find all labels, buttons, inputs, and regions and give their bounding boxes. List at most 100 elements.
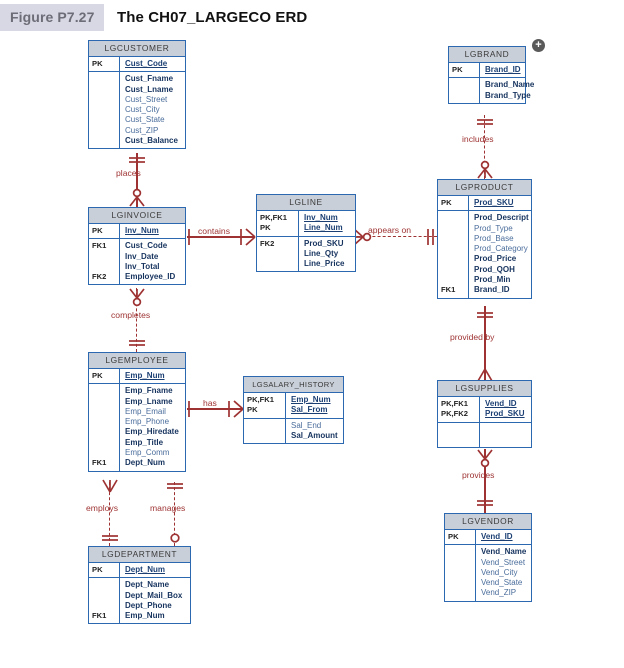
key-column bbox=[438, 422, 480, 448]
entity-attribute-section-lgemployee: FK1 Emp_Fname Emp_Lname Emp_Email Emp_Ph… bbox=[89, 384, 185, 471]
entity-title-lgemployee: LGEMPLOYEE bbox=[89, 353, 185, 369]
entity-attribute-section-lgsalary-history: Sal_End Sal_Amount bbox=[244, 418, 343, 444]
key-column: PK bbox=[89, 57, 120, 72]
attribute-row: Cust_ZIP bbox=[125, 125, 159, 135]
entity-lgemployee[interactable]: LGEMPLOYEE PK Emp_Num bbox=[88, 352, 186, 472]
cardinality-one-mandatory-employs bbox=[102, 535, 118, 541]
entity-key-section-lgsupplies: PK,FK1 PK,FK2 Vend_ID Prod_SKU bbox=[438, 397, 531, 423]
attribute-row: Inv_Num bbox=[304, 213, 338, 222]
relationship-label-places: places bbox=[116, 168, 141, 178]
attribute-column: Sal_End Sal_Amount bbox=[286, 419, 343, 444]
key-tag bbox=[92, 417, 119, 427]
key-tag: PK,FK1 bbox=[441, 399, 469, 408]
key-tag bbox=[92, 407, 119, 417]
key-tag bbox=[92, 95, 119, 105]
attribute-row: Line_Qty bbox=[304, 248, 339, 258]
entity-lgcustomer[interactable]: LGCUSTOMER PK Cust_Code bbox=[88, 40, 186, 150]
key-tag: FK1 bbox=[441, 285, 456, 295]
attribute-row: Sal_Amount bbox=[291, 430, 338, 440]
key-column: PK,FK1 PK bbox=[244, 393, 286, 418]
entity-attribute-section-lgsupplies bbox=[438, 422, 531, 448]
connector-provides bbox=[484, 449, 486, 513]
entity-title-lginvoice: LGINVOICE bbox=[89, 208, 185, 224]
entity-lgdepartment[interactable]: LGDEPARTMENT PK Dept_Num FK1 Dept_Name bbox=[88, 546, 191, 625]
figure-title: The CH07_LARGECO ERD bbox=[117, 9, 308, 26]
entity-title-lgdepartment: LGDEPARTMENT bbox=[89, 547, 190, 563]
key-column: PK,FK1 PK,FK2 bbox=[438, 397, 480, 422]
attribute-row: Dept_Name bbox=[125, 580, 170, 590]
entity-lgbrand[interactable]: LGBRAND PK Brand_ID Brand_Name Brand_Typ… bbox=[448, 46, 534, 104]
attribute-row: Vend_ID bbox=[485, 399, 517, 408]
attribute-column: Cust_Code bbox=[120, 57, 185, 71]
attribute-row: Line_Price bbox=[304, 259, 345, 269]
attribute-row: Emp_Fname bbox=[125, 386, 173, 396]
entity-attribute-section-lgline: FK2 Prod_SKU Line_Qty Line_Price bbox=[257, 236, 355, 272]
expand-plus-badge[interactable]: + bbox=[532, 39, 545, 52]
entity-key-section-lginvoice: PK Inv_Num bbox=[89, 224, 185, 240]
relationship-label-appears-on: appears on bbox=[368, 225, 412, 235]
attribute-row: Prod_Category bbox=[474, 244, 528, 254]
attribute-row: Dept_Num bbox=[125, 458, 166, 468]
cardinality-many-employs bbox=[102, 479, 118, 493]
cardinality-one-mandatory-manages bbox=[167, 483, 183, 489]
key-tag: PK bbox=[441, 198, 452, 207]
entity-lgsalary-history[interactable]: LGSALARY_HISTORY PK,FK1 PK Emp_Num Sal_F… bbox=[243, 376, 344, 445]
attribute-row bbox=[485, 425, 529, 435]
key-column: FK1 bbox=[438, 211, 469, 298]
entity-key-section-lgline: PK,FK1 PK Inv_Num Line_Num bbox=[257, 211, 355, 237]
key-tag: FK1 bbox=[92, 611, 107, 621]
key-tag bbox=[260, 259, 298, 269]
cardinality-one-mandatory-completes bbox=[129, 340, 145, 346]
cardinality-one-mandatory-provided-by bbox=[477, 312, 493, 318]
key-tag bbox=[92, 438, 119, 448]
attribute-column: Cust_Code Inv_Date Inv_Total Employee_ID bbox=[120, 239, 185, 284]
cardinality-zero-many-completes bbox=[129, 288, 145, 307]
cardinality-zero-one-manages bbox=[170, 533, 180, 543]
attribute-row: Sal_From bbox=[291, 405, 328, 415]
connector-appears-on bbox=[357, 236, 437, 237]
attribute-row: Emp_Phone bbox=[125, 417, 170, 427]
key-tag bbox=[92, 580, 119, 590]
attribute-row: Emp_Num bbox=[291, 395, 331, 404]
key-column bbox=[449, 78, 480, 103]
entity-lginvoice[interactable]: LGINVOICE PK Inv_Num FK1 FK2 Cust_Code bbox=[88, 207, 186, 286]
key-tag bbox=[441, 254, 468, 264]
attribute-row: Prod_Type bbox=[474, 223, 513, 233]
entity-attribute-section-lginvoice: FK1 FK2 Cust_Code Inv_Date Inv_Total Emp… bbox=[89, 239, 185, 285]
key-tag bbox=[92, 427, 119, 437]
attribute-row: Cust_Street bbox=[125, 94, 168, 104]
key-tag bbox=[441, 224, 468, 234]
key-tag bbox=[441, 425, 479, 435]
entity-attribute-section-lgvendor: Vend_Name Vend_Street Vend_City Vend_Sta… bbox=[445, 545, 531, 601]
entity-lgline[interactable]: LGLINE PK,FK1 PK Inv_Num Line_Num FK2 bbox=[256, 194, 356, 273]
key-tag bbox=[247, 421, 285, 431]
entity-key-section-lgproduct: PK Prod_SKU bbox=[438, 196, 531, 212]
attribute-row: Emp_Num bbox=[125, 611, 165, 621]
entity-title-lgproduct: LGPRODUCT bbox=[438, 180, 531, 196]
attribute-row: Vend_Name bbox=[481, 547, 527, 557]
connector-has bbox=[187, 408, 244, 410]
key-column: PK,FK1 PK bbox=[257, 211, 299, 236]
key-column: PK bbox=[445, 530, 476, 545]
key-tag bbox=[92, 591, 119, 601]
attribute-row: Emp_Email bbox=[125, 406, 166, 416]
key-tag bbox=[448, 578, 475, 588]
entity-lgvendor[interactable]: LGVENDOR PK Vend_ID Vend_N bbox=[444, 513, 532, 602]
entity-key-section-lgdepartment: PK Dept_Num bbox=[89, 563, 190, 579]
entity-lgsupplies[interactable]: LGSUPPLIES PK,FK1 PK,FK2 Vend_ID Prod_SK… bbox=[437, 380, 532, 449]
attribute-row: Emp_Title bbox=[125, 437, 164, 447]
key-tag: FK1 bbox=[92, 241, 107, 251]
connector-manages bbox=[174, 482, 175, 546]
key-tag bbox=[92, 115, 119, 125]
attribute-row: Emp_Comm bbox=[125, 448, 170, 458]
attribute-row bbox=[485, 435, 529, 445]
entity-lgproduct[interactable]: LGPRODUCT PK Prod_SKU bbox=[437, 179, 532, 299]
attribute-row: Emp_Hiredate bbox=[125, 427, 179, 437]
key-tag bbox=[92, 85, 119, 95]
relationship-label-manages: manages bbox=[150, 503, 186, 513]
key-tag bbox=[441, 435, 479, 445]
key-column: PK bbox=[89, 224, 120, 239]
key-tag: PK,FK1 bbox=[247, 395, 275, 404]
key-tag: PK,FK2 bbox=[441, 409, 469, 419]
